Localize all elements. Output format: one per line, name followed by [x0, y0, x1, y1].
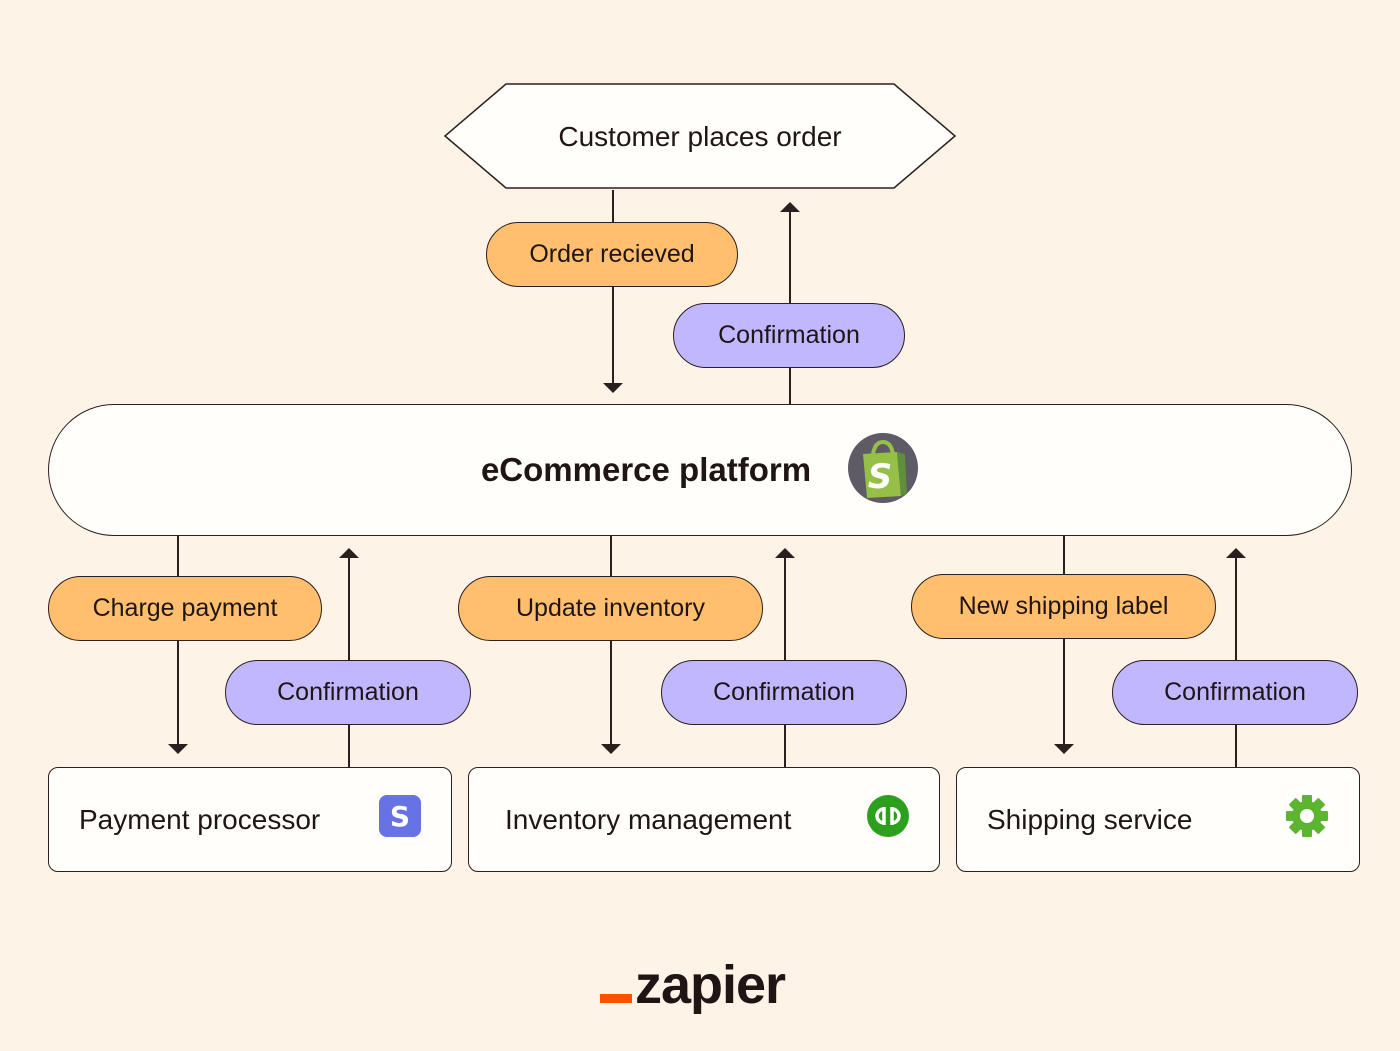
arrow-up-icon [1226, 548, 1246, 558]
hexagon-shape [444, 83, 956, 189]
svg-text:S: S [868, 457, 893, 497]
arrow-up-icon [339, 548, 359, 558]
response-pill-payment: Confirmation [225, 660, 471, 725]
logo-underscore-bar [600, 994, 632, 1003]
inventory-management-node: Inventory management [468, 767, 940, 872]
platform-label: eCommerce platform [480, 451, 812, 488]
service-label: Shipping service [987, 803, 1193, 835]
response-pill-shipping: Confirmation [1112, 660, 1358, 725]
arrow-up-icon [780, 202, 800, 212]
arrow-down-icon [168, 744, 188, 754]
quickbooks-icon [867, 795, 909, 844]
shopify-bag-icon: S [847, 432, 919, 509]
stripe-s-icon: S [379, 795, 421, 844]
service-label: Inventory management [505, 803, 792, 835]
request-pill-inventory: Update inventory [458, 576, 763, 641]
request-pill-payment: Charge payment [48, 576, 322, 641]
trigger-label: Customer places order [558, 120, 842, 152]
shipping-service-node: Shipping service [956, 767, 1360, 872]
arrow-down-icon [601, 744, 621, 754]
payment-processor-node: Payment processor S [48, 767, 452, 872]
connector-line [612, 190, 614, 384]
connector-line [1063, 536, 1065, 745]
response-pill-inventory: Confirmation [661, 660, 907, 725]
ecommerce-platform-node: eCommerce platform S [48, 404, 1352, 536]
request-pill-shipping: New shipping label [911, 574, 1216, 639]
gear-icon [1285, 794, 1329, 845]
logo-wordmark: zapier [635, 955, 786, 1015]
arrow-down-icon [1054, 744, 1074, 754]
svg-text:S: S [390, 800, 410, 833]
trigger-node: Customer places order [444, 83, 956, 190]
arrow-up-icon [775, 548, 795, 558]
response-pill-order: Confirmation [673, 303, 905, 368]
arrow-down-icon [603, 383, 623, 393]
service-label: Payment processor [79, 803, 321, 835]
request-pill-order: Order recieved [486, 222, 738, 287]
zapier-logo: zapier [600, 955, 786, 1015]
